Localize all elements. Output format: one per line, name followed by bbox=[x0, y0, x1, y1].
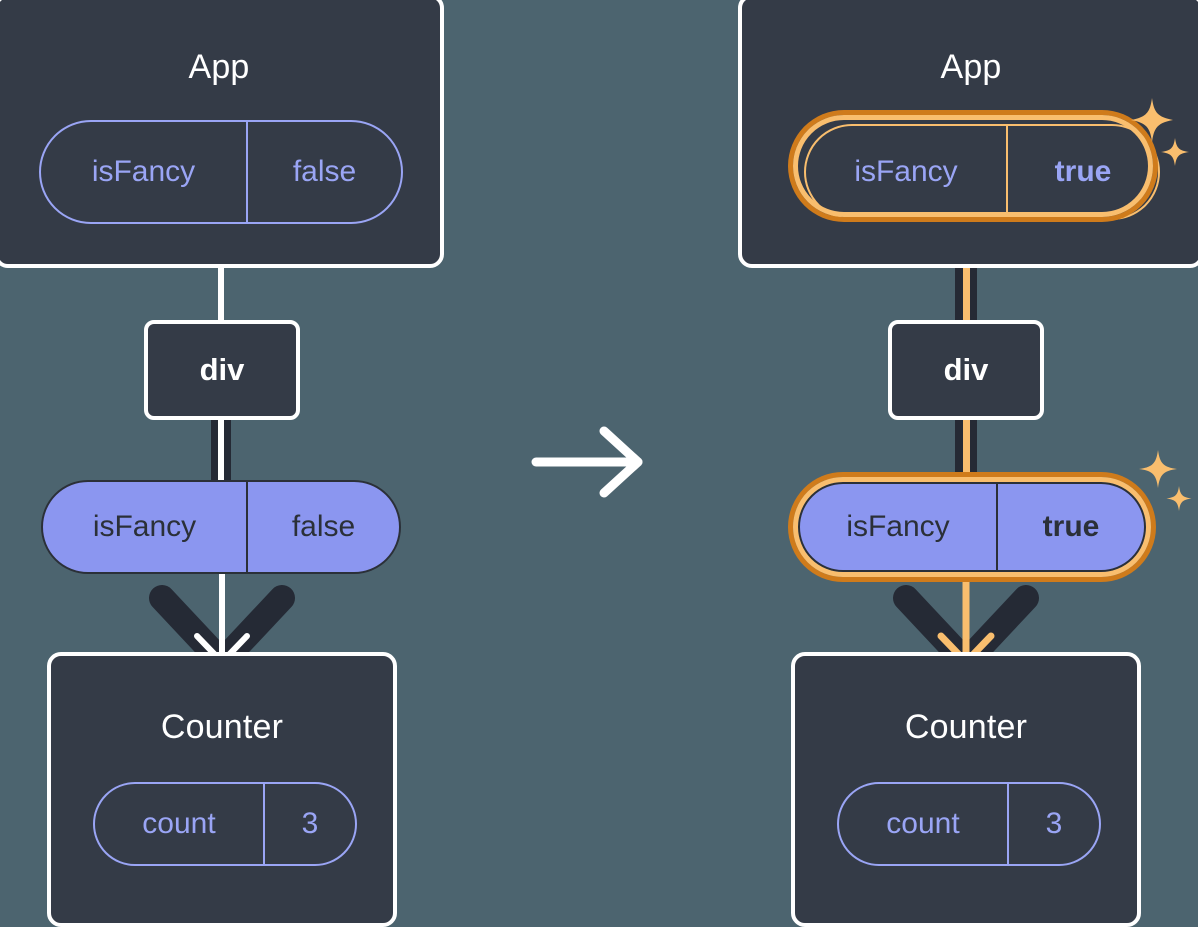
app-component-box-before: App isFancy false bbox=[0, 0, 444, 268]
counter-component-box-after: Counter count 3 bbox=[791, 652, 1141, 927]
app-state-value-after: true bbox=[1054, 155, 1112, 188]
prop-value-before: false bbox=[291, 510, 356, 543]
counter-state-key-before: count bbox=[95, 784, 265, 864]
counter-state-pill-after: count 3 bbox=[837, 782, 1101, 866]
div-node-label-after: div bbox=[943, 352, 989, 387]
prop-key-before: isFancy bbox=[43, 482, 248, 572]
div-node-label-before: div bbox=[199, 352, 245, 387]
counter-state-value-before: 3 bbox=[301, 807, 319, 840]
counter-state-value-after: 3 bbox=[1045, 807, 1063, 840]
prop-value-after: true bbox=[1042, 510, 1100, 543]
app-sparkle-icon-after bbox=[1124, 96, 1194, 172]
app-state-pill-before: isFancy false bbox=[39, 120, 403, 224]
prop-sparkle-icon-after bbox=[1134, 448, 1196, 516]
connector-app-to-div-before bbox=[218, 262, 224, 324]
app-state-pill-after: isFancy true bbox=[804, 124, 1160, 220]
transition-arrow-icon bbox=[528, 425, 653, 500]
app-state-key-before: isFancy bbox=[41, 122, 248, 222]
counter-state-key-after: count bbox=[839, 784, 1009, 864]
app-title-after: App bbox=[940, 48, 1002, 86]
app-state-key-after: isFancy bbox=[806, 126, 1008, 218]
counter-title-before: Counter bbox=[160, 708, 284, 746]
app-title-before: App bbox=[188, 48, 250, 86]
app-state-value-before: false bbox=[292, 155, 357, 188]
counter-state-pill-before: count 3 bbox=[93, 782, 357, 866]
prop-pill-before: isFancy false bbox=[41, 480, 401, 574]
prop-pill-after: isFancy true bbox=[798, 482, 1146, 572]
div-node-before: div bbox=[144, 320, 300, 420]
counter-title-after: Counter bbox=[904, 708, 1028, 746]
app-component-box-after: App isFancy true bbox=[738, 0, 1198, 268]
connector-div-to-prop-before bbox=[211, 418, 231, 488]
connector-div-to-prop-after bbox=[955, 418, 977, 488]
div-node-after: div bbox=[888, 320, 1044, 420]
counter-component-box-before: Counter count 3 bbox=[47, 652, 397, 927]
prop-key-after: isFancy bbox=[800, 484, 998, 570]
